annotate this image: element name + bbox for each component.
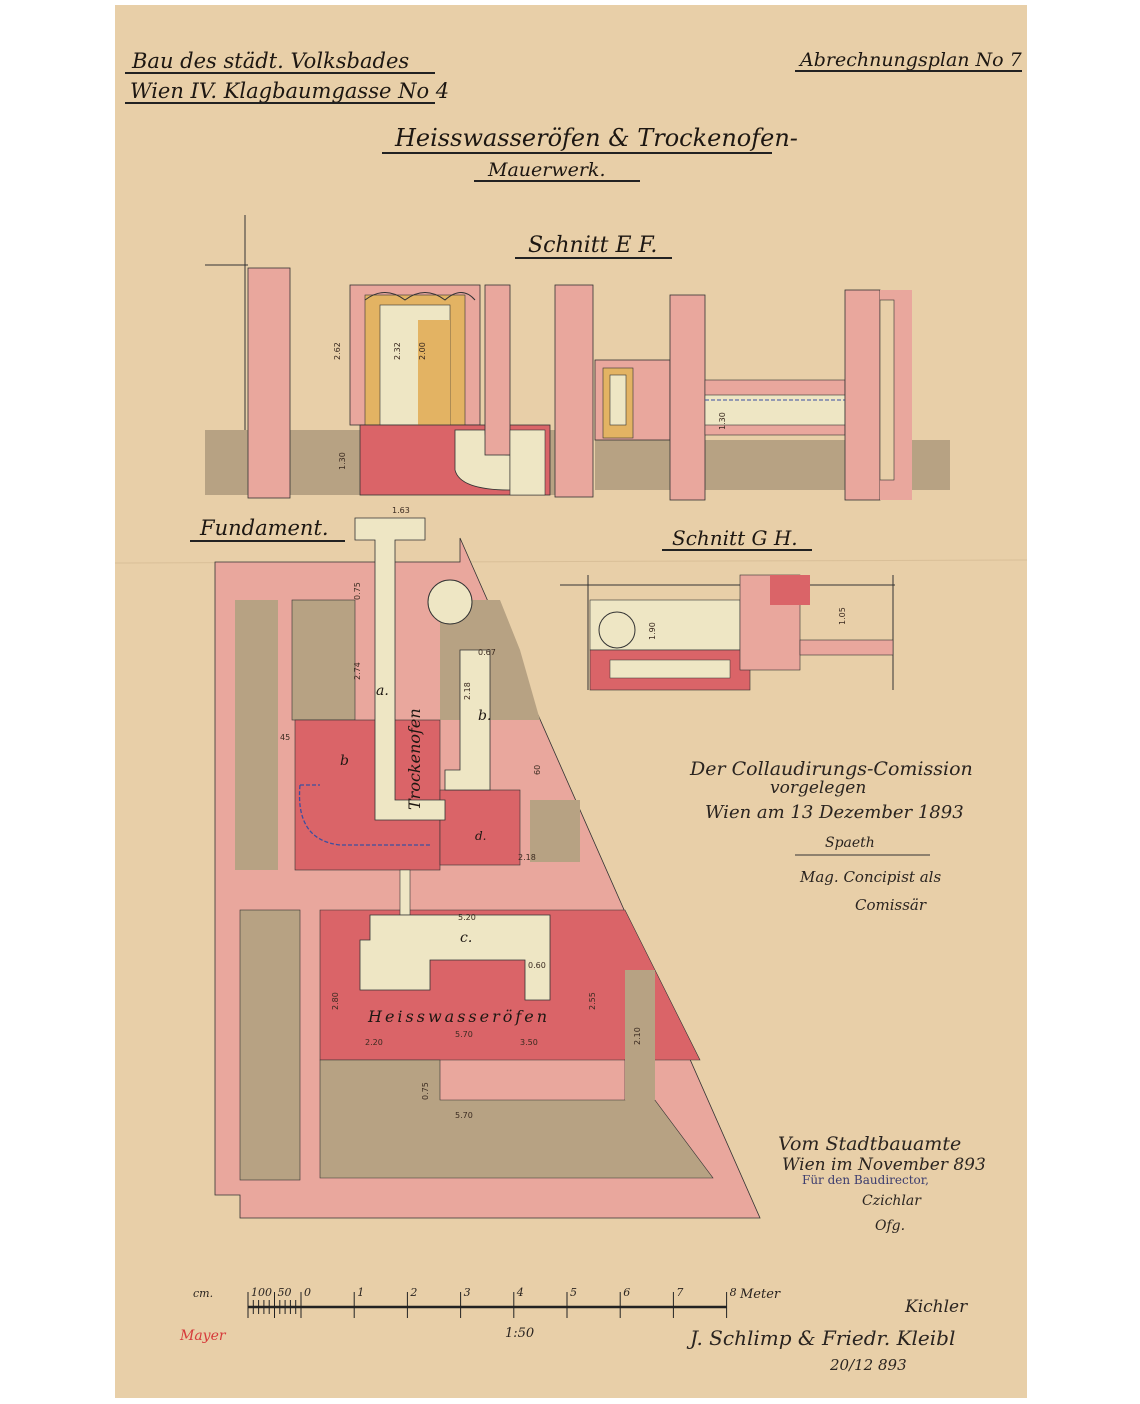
scale-unit-prefix: cm. (193, 1287, 213, 1300)
scale-tick-label: 3 (464, 1286, 471, 1299)
commission-note: Der Collaudirungs-Comission vorgelegen W… (689, 758, 973, 914)
dim-067: 0.67 (478, 648, 496, 657)
label-d: d. (475, 829, 487, 843)
dim-210: 2.10 (633, 1027, 642, 1045)
dim-218b: 2.18 (518, 853, 536, 862)
office-signature1: Czichlar (862, 1193, 922, 1209)
commission-signature: Spaeth (825, 835, 875, 851)
dim-570b: 5.70 (455, 1111, 473, 1120)
scale-tick-label: 50 (278, 1286, 292, 1299)
dim-60: 60 (533, 765, 542, 775)
dim-262: 2.62 (333, 342, 342, 360)
dim-190: 1.90 (648, 622, 657, 640)
builder-signatures: Kichler J. Schlimp & Friedr. Kleibl 20/1… (179, 1297, 968, 1374)
scale-tick-label: 100 (251, 1286, 272, 1299)
red-signature: Mayer (179, 1328, 227, 1344)
label-b: b. (478, 708, 491, 724)
dim-520: 5.20 (458, 913, 476, 922)
label-b2: b (340, 753, 349, 769)
dim-255: 2.55 (588, 992, 597, 1010)
office-note: Vom Stadtbauamte Wien im November 893 Fü… (778, 1133, 986, 1234)
scale-tick-label: 4 (516, 1286, 524, 1299)
scale-tick-label: 1 (357, 1286, 364, 1299)
scale-unit: Meter (739, 1287, 781, 1302)
commission-line1: Der Collaudirungs-Comission (689, 758, 973, 780)
dim-280: 2.80 (331, 992, 340, 1010)
section-gh-label: Schnitt G H. (672, 526, 798, 550)
trockenofen-label: Trockenofen (405, 708, 424, 810)
dim-350: 3.50 (520, 1038, 538, 1047)
baudirector-stamp: Für den Baudirector, (802, 1173, 929, 1187)
dim-060: 0.60 (528, 961, 546, 970)
section-gh: Schnitt G H. 1.90 1.05 (560, 526, 895, 691)
builders-names: J. Schlimp & Friedr. Kleibl (686, 1326, 955, 1350)
fundament-plan: Fundament. Trockenofen Heisswasseröfen a… (190, 506, 761, 1219)
label-c: c. (460, 930, 472, 946)
header: Bau des städt. Volksbades Wien IV. Klagb… (125, 49, 1023, 182)
dim-274: 2.74 (353, 662, 362, 680)
commission-line5: Comissär (855, 896, 927, 914)
builders-date: 20/12 893 (829, 1356, 907, 1374)
dim-570: 5.70 (455, 1030, 473, 1039)
dim-075b: 0.75 (421, 1082, 430, 1100)
scale-tick-label: 2 (409, 1286, 417, 1299)
dim-163: 1.63 (392, 506, 410, 515)
scale-ratio: 1:50 (505, 1326, 534, 1341)
title-line1: Heisswasseröfen & Trockenofen- (394, 124, 798, 152)
plan-number: Abrechnungsplan No 7 (798, 49, 1023, 71)
section-ef-label: Schnitt E F. (528, 233, 657, 258)
scale-tick-label: 5 (570, 1286, 577, 1299)
office-signature2: Ofg. (875, 1218, 905, 1234)
dim-220: 2.20 (365, 1038, 383, 1047)
title-line2: Mauerwerk. (487, 159, 606, 181)
builder-signature: Kichler (904, 1297, 968, 1317)
scale-tick-label: 0 (304, 1286, 311, 1299)
commission-line4: Mag. Concipist als (799, 868, 941, 886)
dim-232: 2.32 (393, 342, 402, 360)
section-ef: Schnitt E F. 2.62 2.32 2.00 1.30 (205, 215, 950, 501)
dim-45: 45 (280, 733, 290, 742)
scale-tick-label: 7 (676, 1286, 683, 1299)
office-line1: Vom Stadtbauamte (778, 1133, 961, 1155)
dim-075: 0.75 (353, 582, 362, 600)
commission-line3: Wien am 13 Dezember 1893 (705, 802, 964, 823)
dim-130b: 1.30 (718, 412, 727, 430)
dim-130: 1.30 (338, 452, 347, 470)
scale-tick-label: 8 (730, 1286, 737, 1299)
project-line2: Wien IV. Klagbaumgasse No 4 (130, 79, 449, 103)
project-line1: Bau des städt. Volksbades (131, 49, 409, 73)
dim-218: 2.18 (463, 682, 472, 700)
scale-bar: cm. 100 50 0 1 2 3 4 5 6 7 8 Meter 1:50 (193, 1286, 781, 1341)
label-a: a. (376, 683, 389, 699)
scale-tick-label: 6 (623, 1286, 630, 1299)
dim-105: 1.05 (838, 607, 847, 625)
commission-line2: vorgelegen (770, 778, 866, 798)
heisswasseroefen-label: Heisswasseröfen (367, 1007, 550, 1026)
dim-200: 2.00 (418, 342, 427, 360)
fundament-label: Fundament. (199, 516, 329, 540)
office-line2: Wien im November 893 (782, 1155, 986, 1175)
